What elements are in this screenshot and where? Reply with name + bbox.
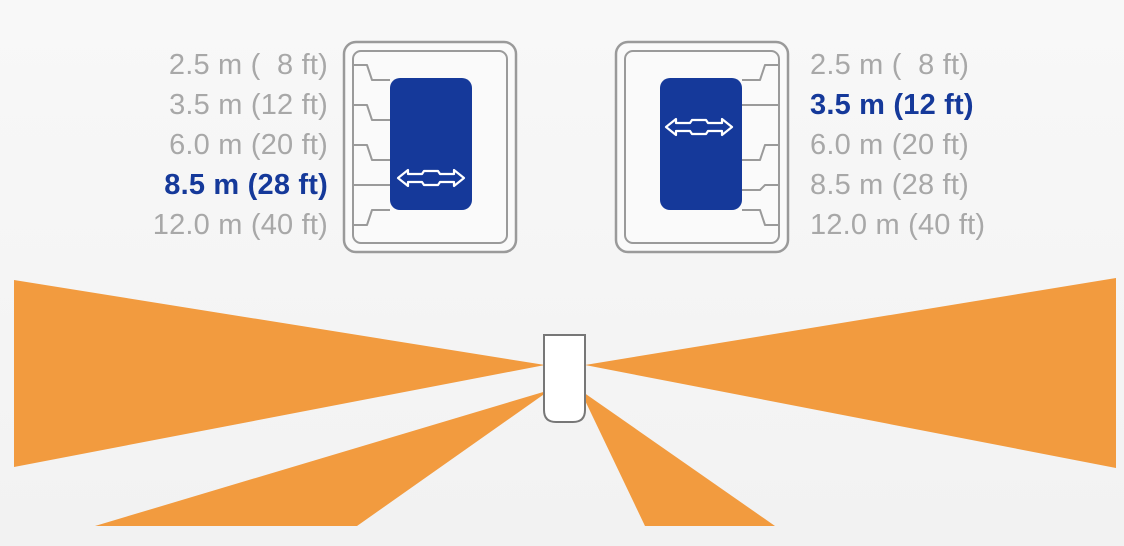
left-range-option: 8.5 m (28 ft) [164,169,328,201]
right-range-selector-switch-icon [614,40,790,254]
sensor-icon [543,334,586,423]
left-range-list: 2.5 m ( 8 ft) 3.5 m (12 ft) 6.0 m (20 ft… [0,45,328,245]
left-range-option: 6.0 m (20 ft) [169,129,328,161]
right-double-arrow-icon [664,117,734,137]
right-wide-beam [585,278,1116,468]
right-range-option: 12.0 m (40 ft) [810,209,986,241]
right-range-option: 2.5 m ( 8 ft) [810,49,970,81]
right-range-list: 2.5 m ( 8 ft) 3.5 m (12 ft) 6.0 m (20 ft… [810,45,1110,245]
left-range-option: 3.5 m (12 ft) [169,89,328,121]
right-range-panel: 2.5 m ( 8 ft) 3.5 m (12 ft) 6.0 m (20 ft… [604,40,1124,254]
left-range-option: 2.5 m ( 8 ft) [168,49,328,81]
left-wide-beam [14,280,545,467]
right-lower-beam [580,390,775,526]
left-range-panel: 2.5 m ( 8 ft) 3.5 m (12 ft) 6.0 m (20 ft… [0,40,520,254]
coverage-diagram [14,278,1116,526]
right-range-option: 6.0 m (20 ft) [810,129,969,161]
right-range-option: 8.5 m (28 ft) [810,169,969,201]
right-range-option: 3.5 m (12 ft) [810,89,974,121]
left-range-selector-switch-icon [342,40,518,254]
left-range-option: 12.0 m (40 ft) [152,209,328,241]
left-double-arrow-icon [396,168,466,188]
left-lower-beam [95,390,550,526]
